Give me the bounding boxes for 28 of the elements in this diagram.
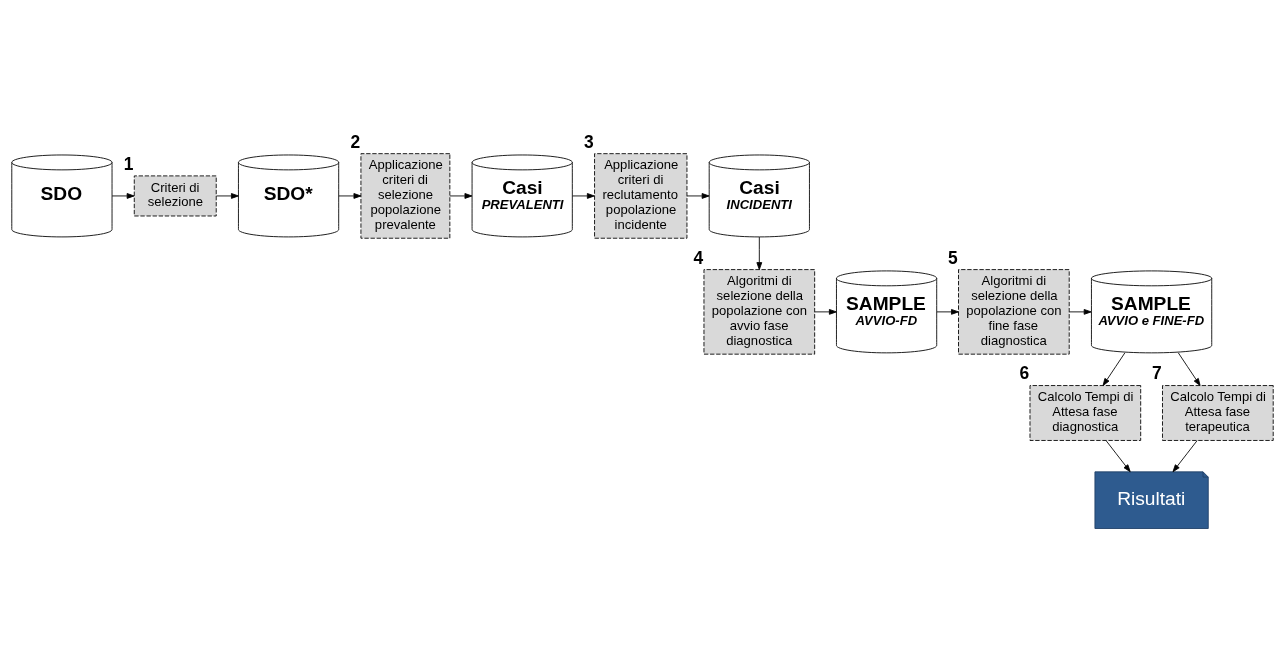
arrow bbox=[1172, 440, 1198, 473]
arrow bbox=[1068, 309, 1092, 315]
arrow bbox=[216, 193, 239, 199]
node-label: 1 bbox=[123, 153, 134, 174]
arrow bbox=[1177, 352, 1201, 386]
node-box: Algoritmi di selezione della popolazione con fine fase diagnostica bbox=[958, 269, 1070, 355]
arrow bbox=[111, 193, 135, 199]
arrow bbox=[756, 236, 763, 270]
node-box: Calcolo Tempi di Attesa fase diagnostica bbox=[1029, 385, 1142, 441]
arrow bbox=[1102, 352, 1126, 386]
node-box: Criteri di selezione bbox=[133, 175, 217, 217]
arrow bbox=[814, 309, 837, 315]
node-label: 2 bbox=[350, 131, 361, 152]
arrow bbox=[686, 193, 710, 199]
arrow bbox=[1105, 440, 1131, 473]
arrow bbox=[338, 193, 362, 199]
node-label: 4 bbox=[693, 247, 704, 268]
node-label: 7 bbox=[1152, 363, 1162, 384]
node-label: 5 bbox=[948, 247, 958, 268]
arrow bbox=[936, 309, 959, 315]
node-label: 6 bbox=[1019, 363, 1030, 384]
arrow bbox=[449, 193, 473, 199]
node-box: Calcolo Tempi di Attesa fase terapeutica bbox=[1162, 385, 1274, 441]
arrow bbox=[572, 193, 595, 199]
node-box: Applicazione criteri di reclutamento popolazione incidente bbox=[594, 153, 688, 239]
node-box: Algoritmi di selezione della popolazione con avvio fase diagnostica bbox=[703, 269, 816, 355]
node-label: 3 bbox=[584, 131, 594, 152]
node-box: Applicazione criteri di selezione popolazione prevalente bbox=[360, 153, 451, 239]
